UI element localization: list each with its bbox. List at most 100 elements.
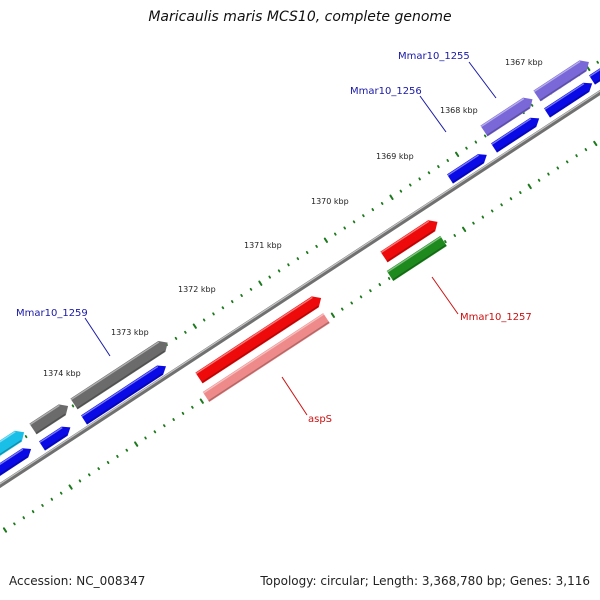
outer-ring-dot [174,336,178,340]
inner-ring-dot [50,497,54,501]
page-title: Maricaulis maris MCS10, complete genome [148,9,452,25]
inner-ring-dot [519,191,522,195]
inner-ring-dot [199,398,204,404]
cds-red-small[interactable] [380,220,438,263]
gene-label-mmar10-1255[interactable]: Mmar10_1255 [398,51,470,62]
genome-backbone [0,89,600,489]
cds-mmar10-1256[interactable] [447,154,487,184]
gene-label-mmar10-1259[interactable]: Mmar10_1259 [16,308,88,319]
inner-ring-dot [88,473,91,477]
inner-ring-dot [13,522,16,526]
gene-label-mmar10-1256[interactable]: Mmar10_1256 [350,86,422,97]
inner-ring-dot [59,491,63,495]
cds-blue-4[interactable] [81,365,166,425]
cds-cyan[interactable] [0,430,25,458]
inner-ring-dot [537,178,541,182]
inner-ring-dot [378,283,382,287]
inner-ring-dot [584,148,588,152]
outer-ring-dot [483,134,487,138]
outer-ring-dot [418,177,421,181]
inner-ring-dot [181,411,185,415]
outer-ring-dot [362,214,365,218]
leader-line-asps [281,376,308,416]
cds-blue-5[interactable] [39,426,71,451]
cds-asps-red[interactable] [195,296,322,384]
inner-ring-dot [191,405,194,409]
outer-ring-dot [212,312,215,316]
leader-line-mmar10-1256 [419,95,447,133]
outer-ring-dot [380,201,384,205]
cds-mmar10-1255-block[interactable] [480,97,533,137]
inner-ring-dot [444,240,447,244]
genome-summary-text: Topology: circular; Length: 3,368,780 bp… [260,574,590,588]
outer-ring-dot [399,189,403,193]
cds-blue-1[interactable] [491,117,540,153]
inner-ring-dot [509,197,513,201]
cds-mmar10-1257[interactable] [386,235,447,281]
inner-ring-dot [162,424,166,428]
tick-label-1372: 1372 kbp [178,285,216,294]
cds-blue-3[interactable] [589,68,600,85]
outer-ring-dot [389,194,394,200]
outer-ring-dot [596,60,599,64]
outer-ring-dot [268,275,272,279]
gene-label-asps[interactable]: aspS [308,414,332,425]
inner-ring-dot [340,307,344,311]
inner-ring-dot [68,484,73,490]
inner-ring-dot [153,430,157,434]
accession-text: Accession: NC_008347 [9,574,146,588]
cds-blue-2[interactable] [544,82,593,118]
tick-label-1371: 1371 kbp [244,241,282,250]
outer-ring-dot [258,280,263,286]
inner-ring-dot [490,209,494,213]
genome-backbone-highlight [0,90,600,485]
cds-mmar10-1259[interactable] [70,341,168,410]
inner-ring-dot [116,454,119,458]
cds-mmar10-1255[interactable] [533,60,589,102]
outer-ring-dot [323,237,328,243]
inner-ring-dot [593,140,598,147]
outer-ring-dot [240,293,243,298]
outer-ring-dot [24,435,28,439]
outer-ring-dot [343,226,347,230]
inner-ring-dot [462,226,467,232]
cds-asps[interactable] [202,313,330,402]
leader-line-mmar10-1255 [468,61,497,99]
tick-label-1368: 1368 kbp [440,106,478,115]
leader-line-mmar10-1257 [431,276,459,315]
outer-ring-dot [305,250,309,255]
outer-ring-dot [446,158,450,163]
tick-label-1374: 1374 kbp [43,369,81,378]
leader-line-mmar10-1259 [84,317,111,357]
outer-ring-dot [333,232,337,236]
cds-blue-6[interactable] [0,448,32,476]
inner-ring-dot [31,510,35,514]
outer-ring-dot [437,165,440,169]
inner-ring-dot [527,183,532,190]
inner-ring-dot [172,418,175,422]
gene-label-mmar10-1257[interactable]: Mmar10_1257 [460,312,532,323]
outer-ring-dot [296,257,300,261]
inner-ring-dot [78,479,82,483]
inner-ring-dot [556,166,560,170]
outer-ring-dot [202,318,206,322]
outer-ring-dot [230,300,234,304]
inner-ring-dot [144,436,147,440]
inner-ring-dot [547,172,550,176]
outer-ring-dot [71,404,75,408]
inner-ring-dot [330,312,335,318]
cds-grey-small[interactable] [29,404,69,435]
outer-ring-dot [408,183,412,187]
inner-ring-dot [387,276,391,280]
outer-ring-dot [427,171,431,175]
outer-ring-dot [277,269,281,273]
inner-ring-dot [472,221,475,225]
tick-label-1367: 1367 kbp [505,58,543,67]
inner-ring-dot [2,527,8,533]
inner-ring-dot [369,289,372,293]
outer-ring-dot [455,151,460,157]
outer-ring-dot [530,103,534,107]
outer-ring-dot [192,323,197,329]
